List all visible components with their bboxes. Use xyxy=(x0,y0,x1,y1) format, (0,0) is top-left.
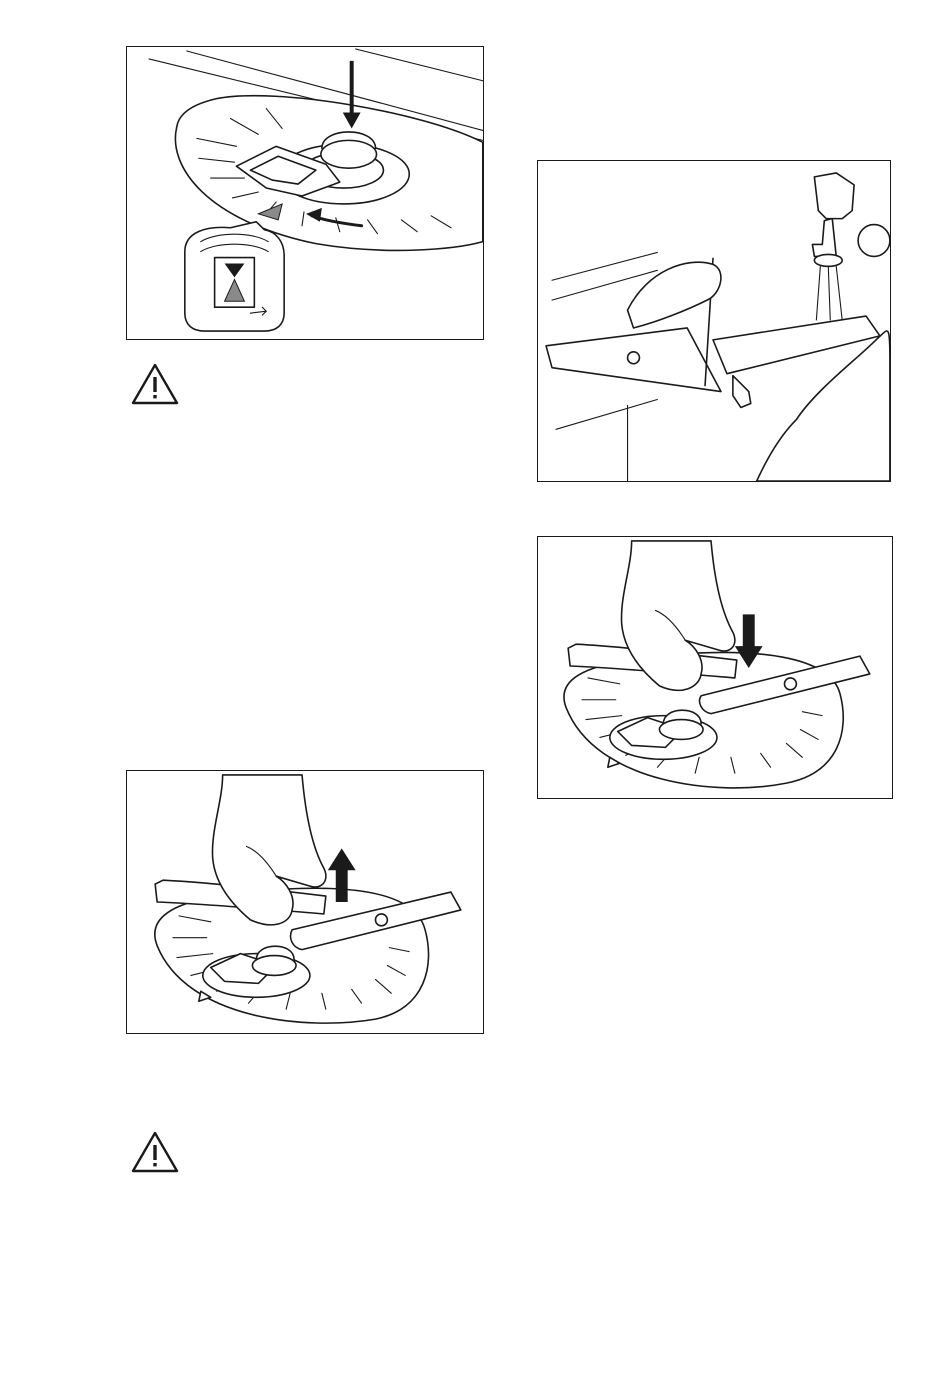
install-spray-arm-illustration xyxy=(538,537,892,798)
warning-triangle-icon xyxy=(130,1130,180,1174)
filter-lock-illustration xyxy=(127,47,483,339)
warning-icon-1 xyxy=(130,362,180,406)
lift-spray-arm-illustration xyxy=(127,771,483,1033)
figure-install-spray-arm xyxy=(537,536,893,799)
figure-lift-spray-arm xyxy=(126,770,484,1034)
figure-filter-lock xyxy=(126,46,484,340)
warning-triangle-icon xyxy=(130,362,180,406)
figure-clean-spray-arm xyxy=(537,160,891,482)
clean-spray-arm-illustration xyxy=(538,161,890,481)
warning-icon-2 xyxy=(130,1130,180,1174)
